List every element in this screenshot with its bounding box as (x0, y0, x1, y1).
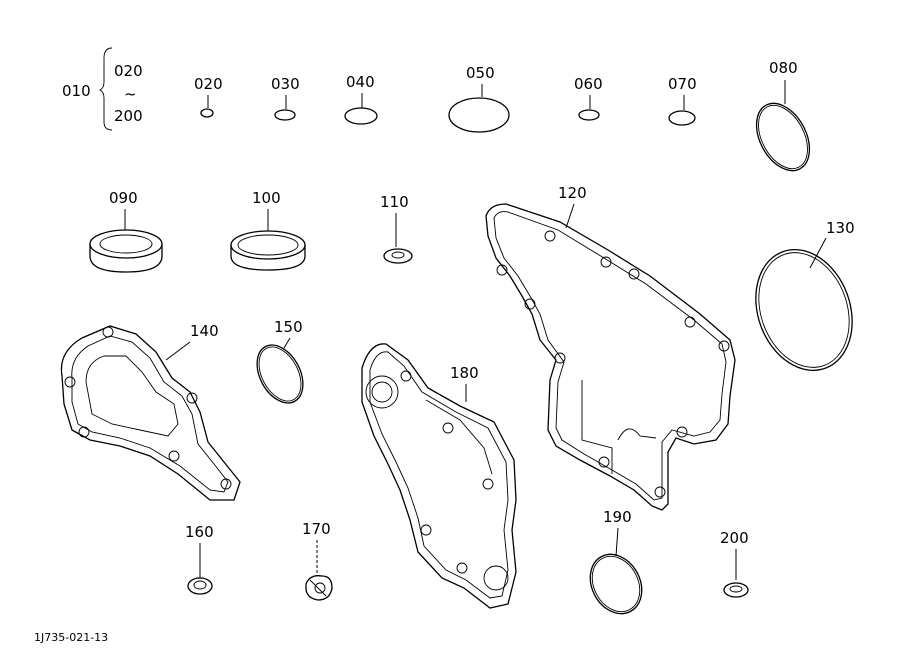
clip-170: 170 (302, 520, 333, 601)
drawing-code: 1J735-021-13 (34, 631, 108, 644)
group-label: 010 (62, 82, 91, 100)
part-label-120: 120 (558, 184, 587, 202)
o-ring-080: 080 (755, 59, 811, 172)
part-label-130: 130 (826, 219, 855, 237)
part-label-090: 090 (109, 189, 138, 207)
washer-200: 200 (720, 529, 749, 598)
o-ring-150: 150 (256, 318, 304, 404)
group-label-010: 010 020 ~ 200 (62, 47, 143, 131)
part-label-060: 060 (574, 75, 603, 93)
gasket-120: 120 (485, 184, 736, 511)
group-bracket (98, 47, 113, 131)
part-label-180: 180 (450, 364, 479, 382)
part-label-040: 040 (346, 73, 375, 91)
oil-seal-100: 100 (230, 189, 306, 271)
part-label-160: 160 (185, 523, 214, 541)
part-label-200: 200 (720, 529, 749, 547)
range-end: 200 (114, 107, 143, 125)
part-label-050: 050 (466, 64, 495, 82)
range-start: 020 (114, 62, 143, 80)
part-label-140: 140 (190, 322, 219, 340)
washer-110: 110 (380, 193, 413, 264)
part-label-190: 190 (603, 508, 632, 526)
gasket-180: 180 (361, 343, 517, 609)
washer-160: 160 (185, 523, 214, 595)
o-ring-030: 030 (271, 75, 300, 121)
o-ring-190: 190 (589, 508, 643, 615)
part-label-080: 080 (769, 59, 798, 77)
o-ring-050: 050 (448, 64, 510, 133)
o-ring-040: 040 (344, 73, 378, 125)
part-label-150: 150 (274, 318, 303, 336)
part-label-030: 030 (271, 75, 300, 93)
part-label-110: 110 (380, 193, 409, 211)
oil-seal-090: 090 (89, 189, 163, 273)
range-separator: ~ (124, 85, 137, 103)
part-label-100: 100 (252, 189, 281, 207)
o-ring-070: 070 (668, 75, 697, 126)
part-label-020: 020 (194, 75, 223, 93)
gasket-140: 140 (60, 322, 241, 501)
o-ring-130: 130 (755, 219, 855, 371)
o-ring-060: 060 (574, 75, 603, 121)
o-ring-020: 020 (194, 75, 223, 118)
part-label-170: 170 (302, 520, 331, 538)
part-label-070: 070 (668, 75, 697, 93)
